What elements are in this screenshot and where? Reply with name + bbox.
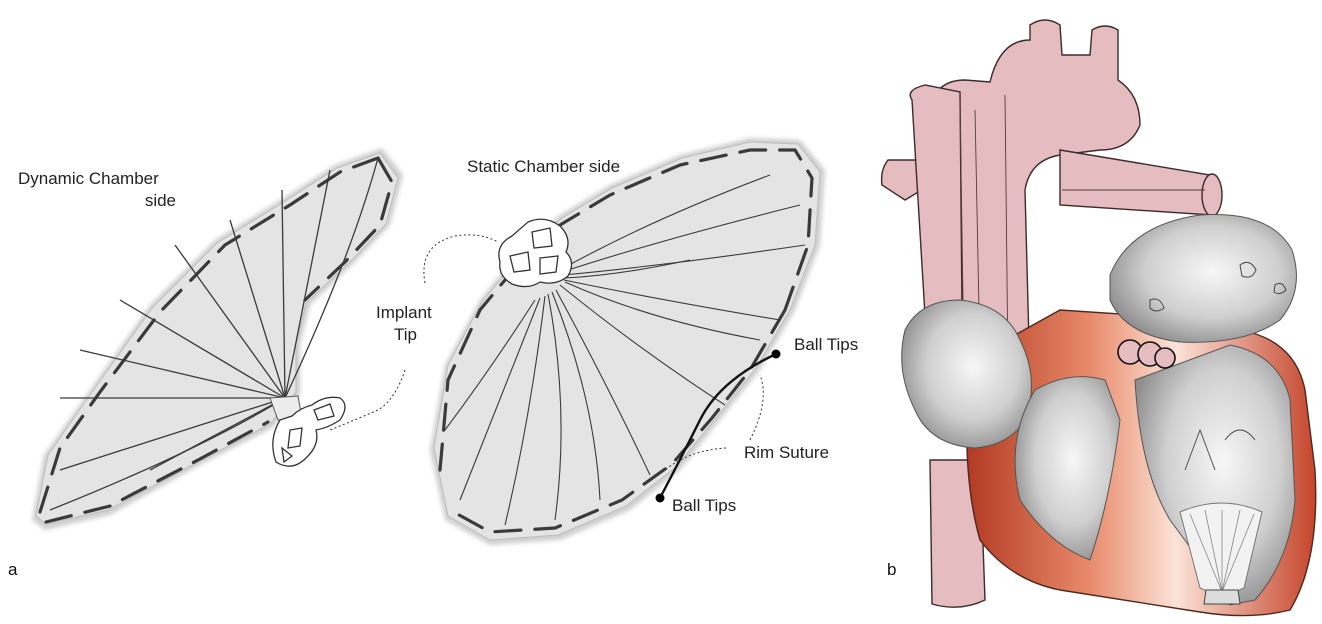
static-implant-tip — [499, 219, 572, 286]
dynamic-membrane — [36, 153, 398, 524]
dynamic-chamber-implant — [32, 148, 403, 530]
panel-a-letter: a — [8, 560, 18, 579]
rim-suture-label: Rim Suture — [744, 443, 829, 462]
static-chamber-label: Static Chamber side — [467, 157, 620, 176]
ball-tips-top-label: Ball Tips — [794, 335, 858, 354]
static-chamber-implant — [430, 138, 825, 545]
superior-vena-cava — [910, 85, 962, 315]
heart-illustration — [882, 20, 1316, 616]
ball-tip-bottom — [656, 494, 665, 503]
dynamic-chamber-label-line2: side — [145, 191, 176, 210]
implant-tip-label-line2: Tip — [394, 325, 417, 344]
panel-b-letter: b — [887, 560, 896, 579]
static-membrane — [434, 142, 820, 540]
implant-tip-label-line1: Implant — [376, 303, 432, 322]
ball-tip-top — [772, 350, 781, 359]
left-atrium — [1110, 214, 1296, 342]
ball-tips-bottom-label: Ball Tips — [672, 496, 736, 515]
dynamic-chamber-label-line1: Dynamic Chamber — [18, 169, 159, 188]
